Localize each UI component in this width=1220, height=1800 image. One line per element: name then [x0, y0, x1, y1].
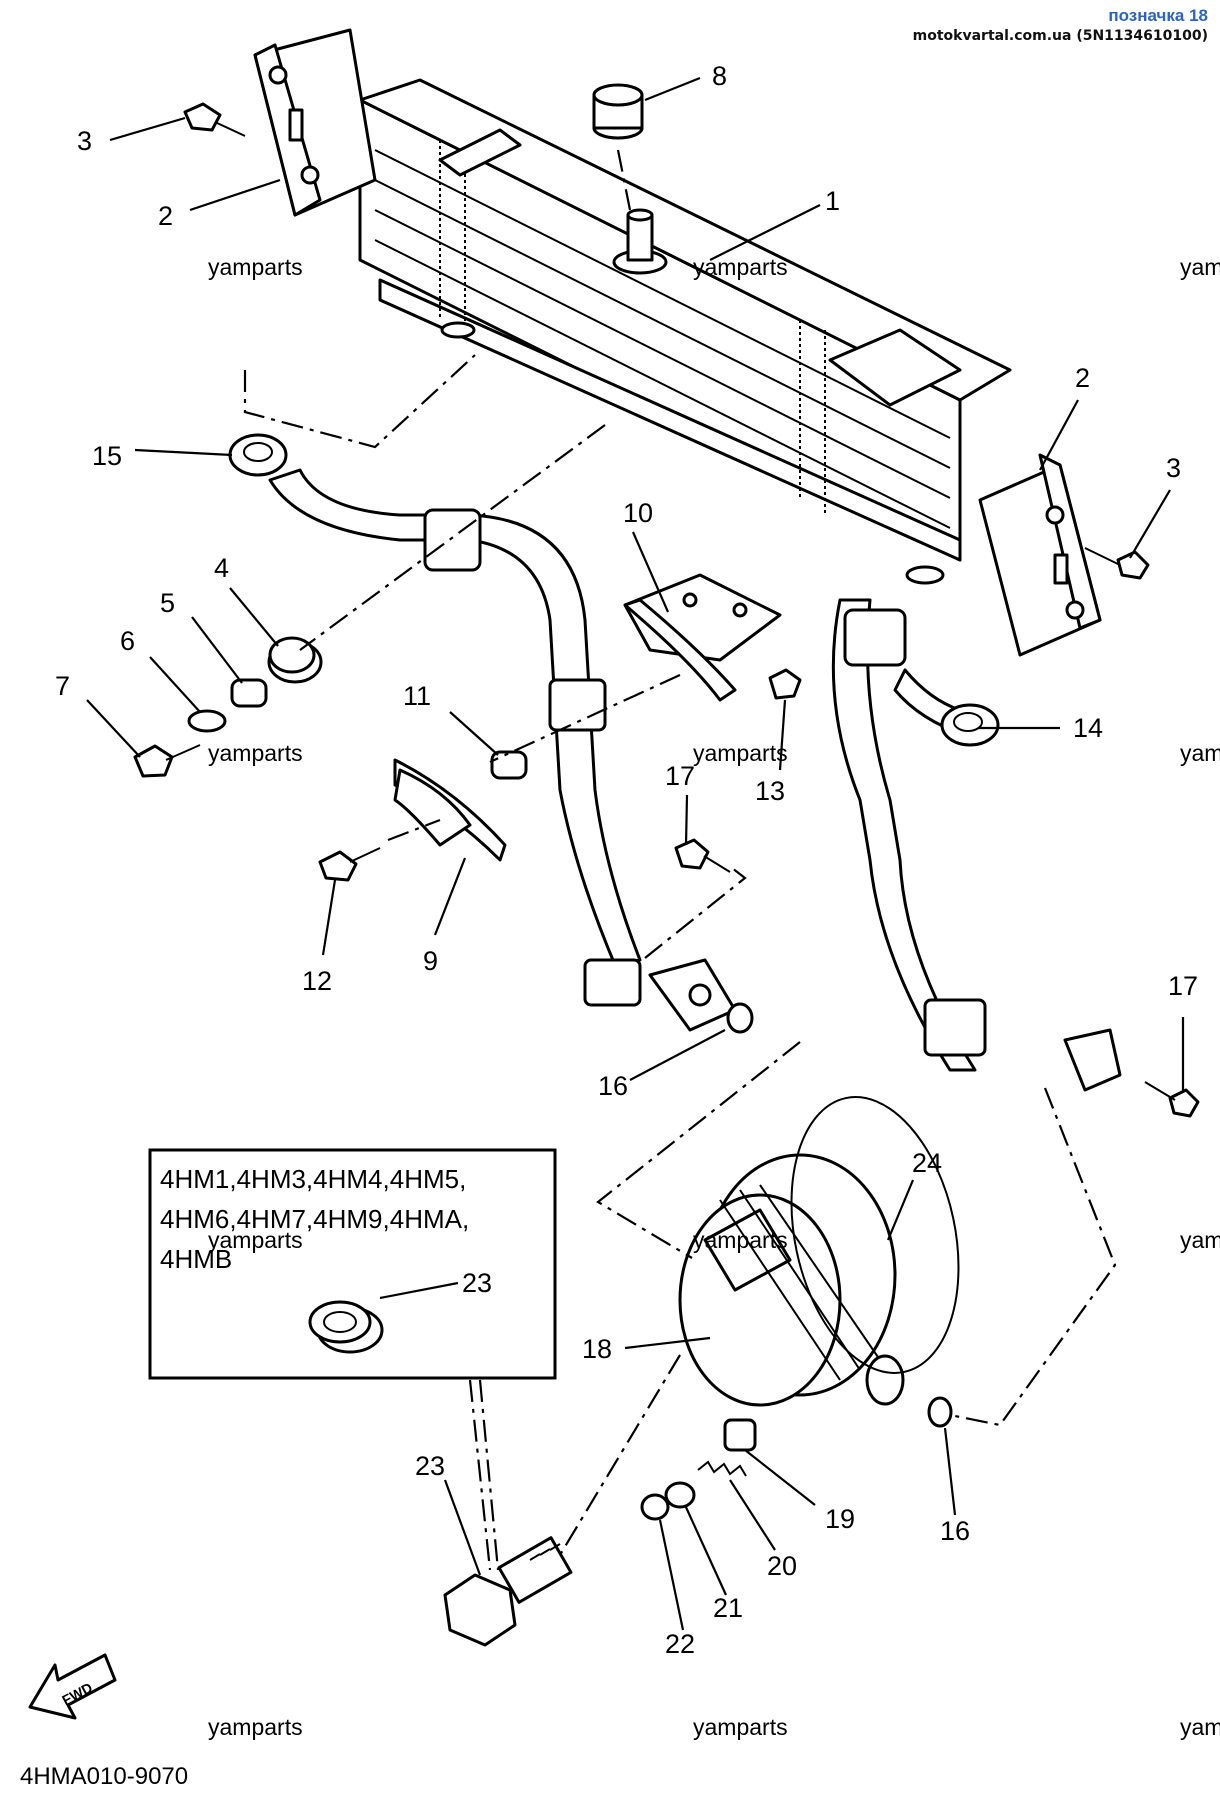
- oil-hose-right: [831, 598, 1122, 1092]
- callout-21: 21: [713, 1593, 743, 1623]
- watermark: yamparts: [1180, 254, 1220, 280]
- oil-hose-left: [228, 433, 737, 1032]
- mounting-bracket-right: [978, 453, 1102, 657]
- watermark: yamparts: [693, 254, 788, 280]
- callout-19: 19: [825, 1504, 855, 1534]
- hose-clamp-part10: [623, 573, 782, 702]
- callout-2-right: 2: [1075, 363, 1090, 393]
- note-part-number: 23: [462, 1268, 492, 1298]
- callout-labels: 1 2 3 8 2 3 15 10 4 5 6 7 11 13 14 17 12…: [55, 61, 1198, 1659]
- note-line-1: 4HM1,4HM3,4HM4,4HM5,: [160, 1164, 466, 1194]
- fwd-arrow-icon: FWD: [28, 1653, 117, 1720]
- grommet-part8: [592, 83, 644, 140]
- callout-23: 23: [415, 1451, 445, 1481]
- callout-9: 9: [423, 946, 438, 976]
- cooler-adapter-part18: [678, 1153, 905, 1407]
- note-line-2: 4HM6,4HM7,4HM9,4HMA,: [160, 1204, 469, 1234]
- callout-16-upper: 16: [598, 1071, 628, 1101]
- watermark: yamparts: [208, 1714, 303, 1740]
- gasket-part24: [790, 1096, 960, 1374]
- assembly-lines: [243, 149, 1117, 1571]
- callout-6: 6: [120, 626, 135, 656]
- collar-part11: [490, 750, 528, 780]
- callout-18: 18: [582, 1334, 612, 1364]
- callout-24: 24: [912, 1148, 942, 1178]
- callout-12: 12: [302, 966, 332, 996]
- o-ring-part16-upper: [726, 1002, 754, 1034]
- watermarks: yamparts yamparts yamparts yamparts yamp…: [208, 254, 1220, 1740]
- watermark: yamparts: [208, 254, 303, 280]
- oil-cooler: [358, 78, 1012, 585]
- callout-17-upper: 17: [665, 761, 695, 791]
- callout-1: 1: [825, 186, 840, 216]
- watermark: yamparts: [208, 740, 303, 766]
- hose-clamp-part9: [393, 758, 507, 862]
- watermark: yamparts: [208, 1227, 303, 1253]
- callout-7: 7: [55, 671, 70, 701]
- watermark: yamparts: [1180, 1714, 1220, 1740]
- drawing-code: 4HMA010-9070: [20, 1763, 188, 1790]
- callout-3-left: 3: [77, 126, 92, 156]
- callout-16-lower: 16: [940, 1516, 970, 1546]
- watermark: yamparts: [1180, 740, 1220, 766]
- callout-3-right: 3: [1166, 453, 1181, 483]
- note-box: 4HM1,4HM3,4HM4,4HM5, 4HM6,4HM7,4HM9,4HMA…: [148, 1148, 557, 1380]
- nut-part13: [768, 668, 802, 700]
- callout-15: 15: [92, 441, 122, 471]
- union-bolt-part23: [443, 1536, 573, 1647]
- callout-22: 22: [665, 1629, 695, 1659]
- bolt-part3-left: [183, 102, 246, 137]
- leader-lines: [86, 76, 1185, 1631]
- bolt-part12: [318, 847, 381, 882]
- callout-8: 8: [712, 61, 727, 91]
- callout-11: 11: [403, 681, 431, 711]
- collar-part5: [230, 678, 268, 708]
- bolt-part7: [133, 744, 201, 778]
- callout-2-left: 2: [158, 201, 173, 231]
- callout-20: 20: [767, 1551, 797, 1581]
- callout-10: 10: [623, 498, 653, 528]
- watermark: yamparts: [1180, 1227, 1220, 1253]
- callout-5: 5: [160, 588, 175, 618]
- callout-17-lower: 17: [1168, 971, 1198, 1001]
- watermark: yamparts: [693, 1714, 788, 1740]
- callout-13: 13: [755, 776, 785, 806]
- bolt-part17-upper: [674, 838, 731, 873]
- header-subtitle: motokvartal.com.ua (5N1134610100): [912, 28, 1208, 44]
- circlip-part22: [640, 1493, 670, 1521]
- watermark: yamparts: [693, 740, 788, 766]
- header-title: позначка 18: [1108, 6, 1208, 25]
- o-ring-part16-lower: [927, 1396, 953, 1428]
- bolt-part17-lower: [1144, 1081, 1200, 1118]
- damper-part4: [267, 636, 323, 684]
- bolt-part3-right: [1084, 547, 1150, 580]
- callout-14: 14: [1073, 713, 1103, 743]
- plunger-part19: [723, 1418, 757, 1452]
- note-line-3: 4HMB: [160, 1244, 232, 1274]
- washer-part21: [664, 1481, 696, 1509]
- watermark: yamparts: [693, 1227, 788, 1253]
- spring-part20: [697, 1460, 747, 1477]
- washer-part6: [187, 709, 227, 733]
- mounting-bracket-left: [253, 28, 377, 217]
- callout-4: 4: [214, 553, 229, 583]
